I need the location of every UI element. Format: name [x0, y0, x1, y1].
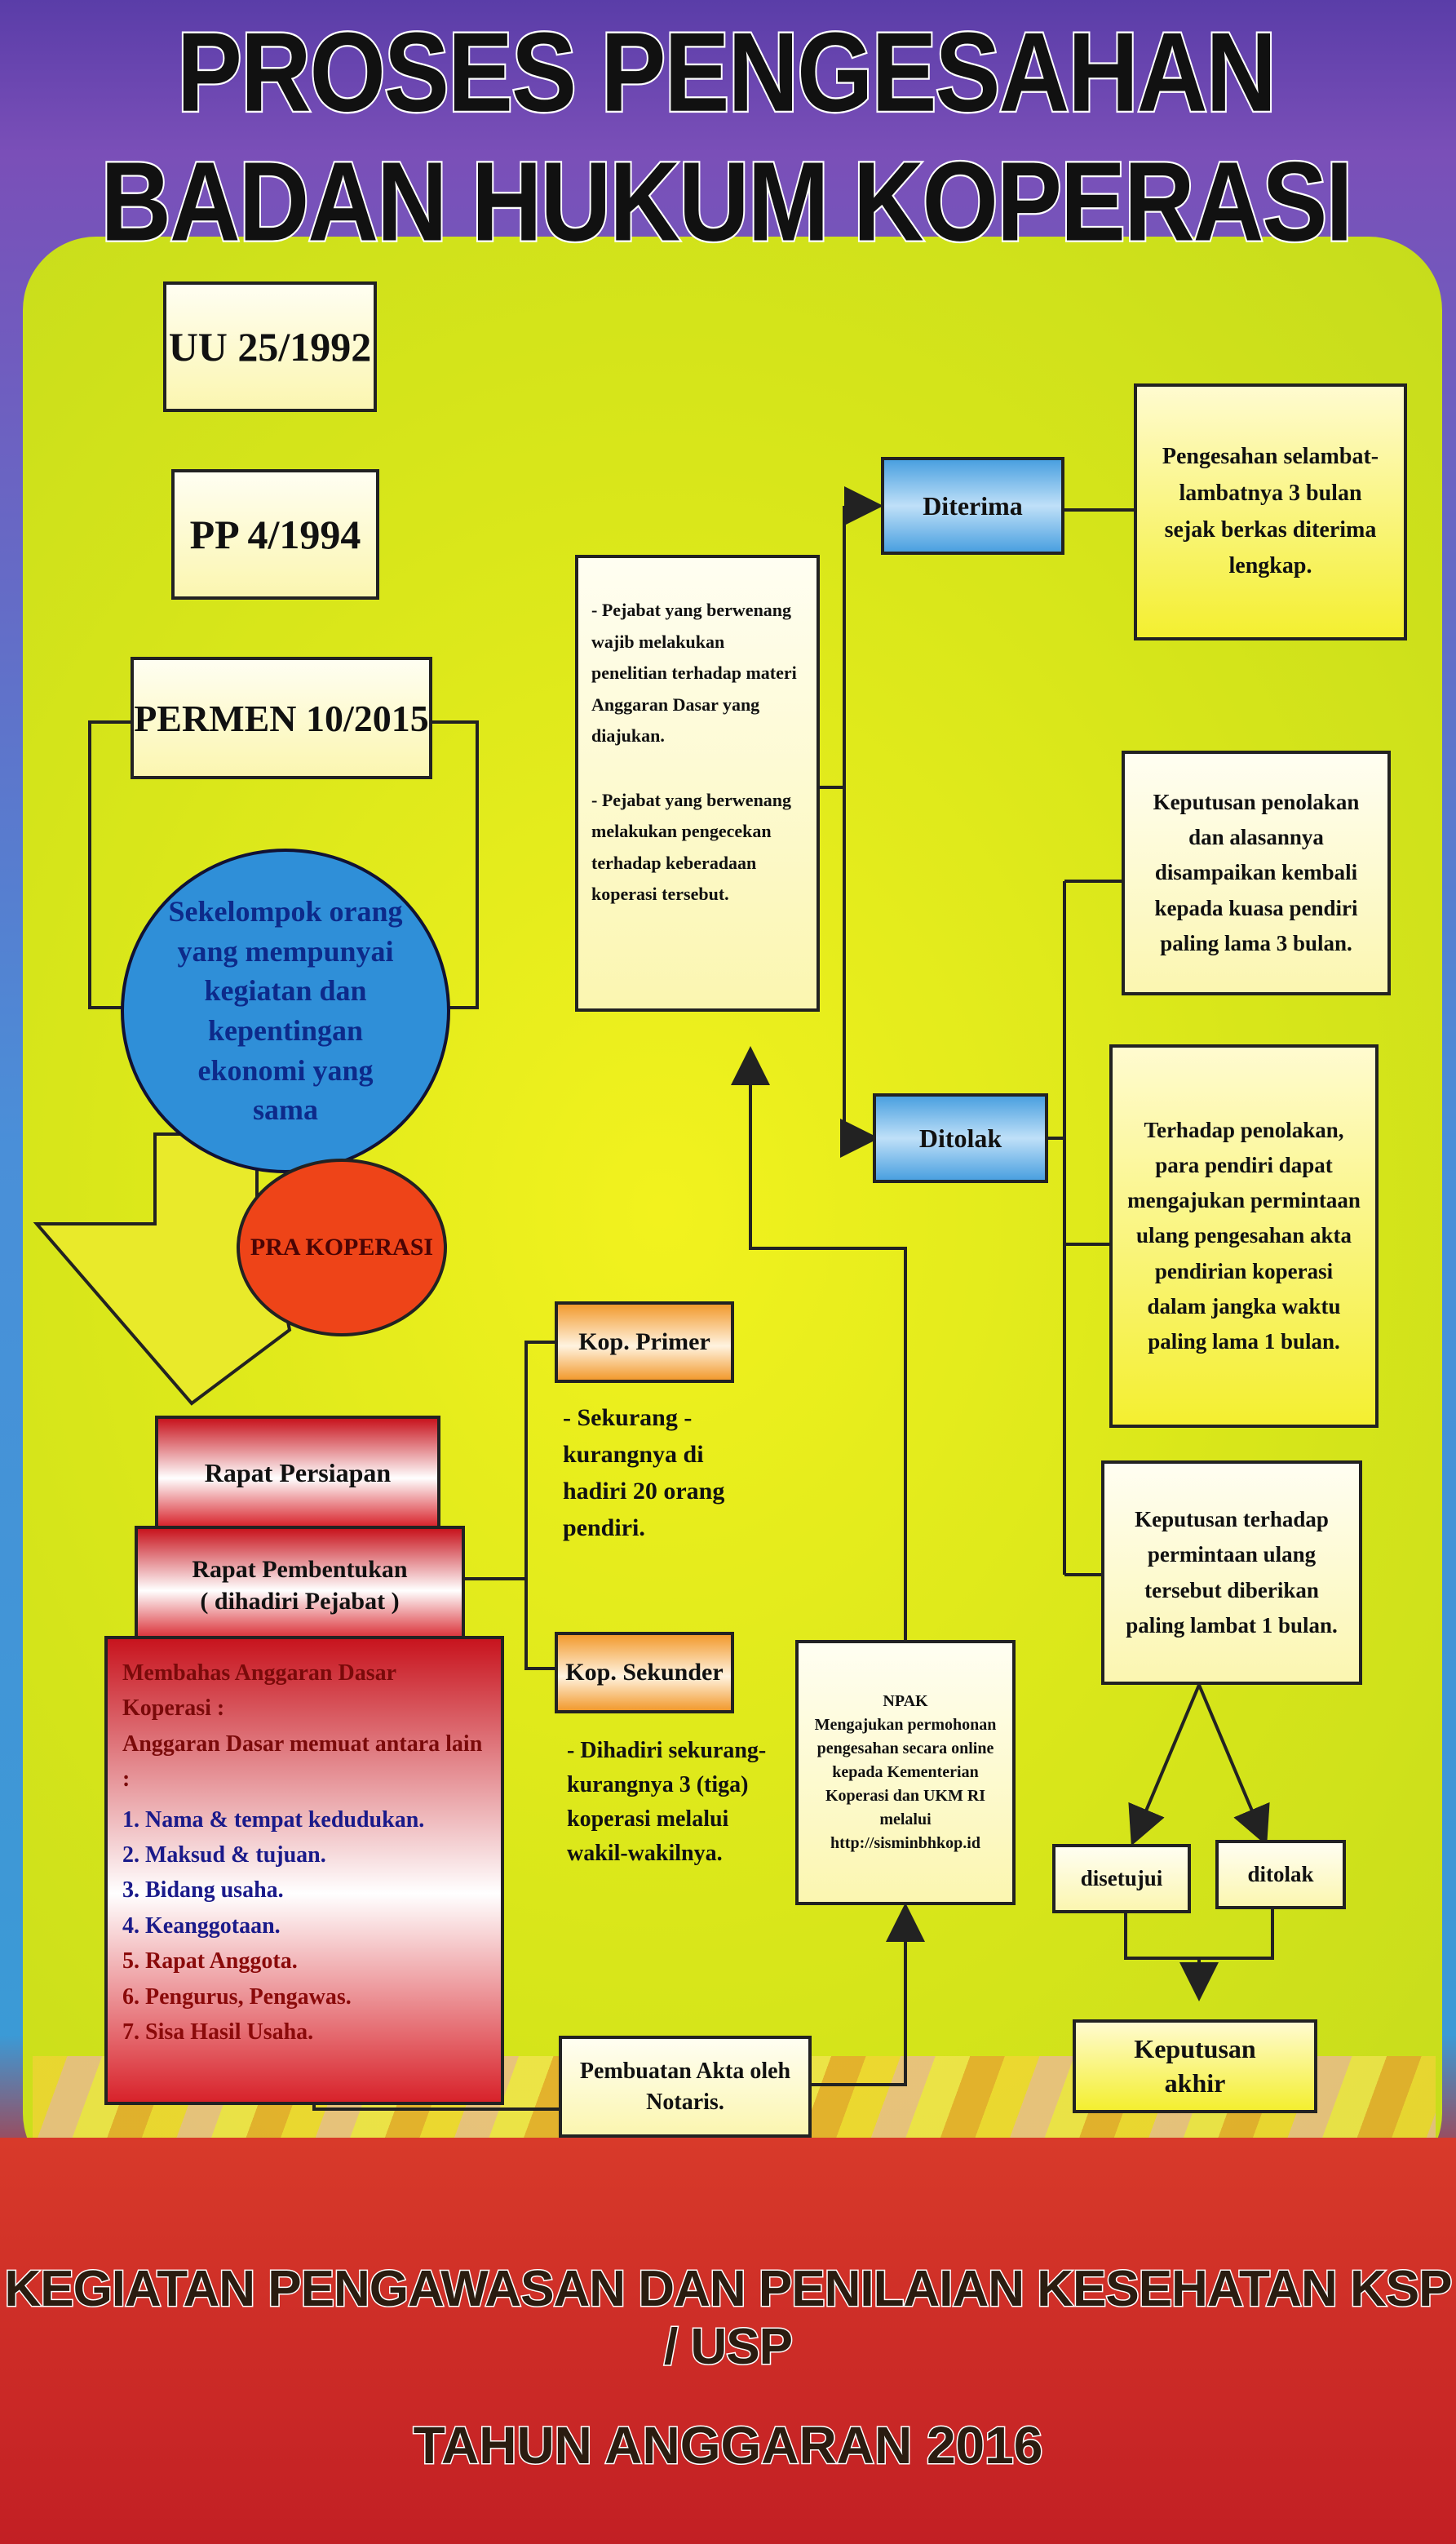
pra-koperasi-circle: PRA KOPERASI [237, 1159, 447, 1336]
kop-sekunder-box: Kop. Sekunder [555, 1632, 734, 1713]
pejabat-point-2: - Pejabat yang berwenang melakukan penge… [591, 789, 792, 905]
kop-sekunder-note: - Dihadiri sekurang- kurangnya 3 (tiga) … [567, 1738, 767, 1866]
rapat-persiapan-box: Rapat Persiapan [155, 1416, 440, 1530]
anggaran-dasar-item: 4. Keanggotaan. [122, 1912, 281, 1939]
anggaran-dasar-item: 7. Sisa Hasil Usaha. [122, 2019, 314, 2045]
page-title: PROSES PENGESAHAN BADAN HUKUM KOPERASI [99, 7, 1354, 266]
footer-line-1: KEGIATAN PENGAWASAN DAN PENILAIAN KESEHA… [3, 2260, 1454, 2377]
kop-primer-note: - Sekurang - kurangnya di hadiri 20 oran… [563, 1404, 725, 1541]
legal-basis-pp: PP 4/1994 [171, 469, 379, 600]
footer-line-2: TAHUN ANGGARAN 2016 [412, 2415, 1044, 2476]
group-description-text: Sekelompok orang yang mempunyai kegiatan… [168, 895, 403, 1127]
npak-url: http://sisminbhkop.id [830, 1834, 980, 1852]
npak-body: Mengajukan permohonan pengesahan secara … [814, 1716, 997, 1828]
anggaran-dasar-box: Membahas Anggaran Dasar Koperasi : Angga… [104, 1636, 504, 2105]
pengesahan-box: Pengesahan selambat-lambatnya 3 bulan se… [1134, 383, 1407, 640]
pejabat-box: - Pejabat yang berwenang wajib melakukan… [575, 555, 820, 1012]
legal-basis-uu: UU 25/1992 [163, 281, 377, 412]
anggaran-dasar-item: 5. Rapat Anggota. [122, 1948, 298, 1974]
npak-box: NPAK Mengajukan permohonan pengesahan se… [795, 1640, 1016, 1905]
rapat-pembentukan-line1: Rapat Pembentukan [192, 1555, 408, 1583]
footer-band [0, 2138, 1456, 2544]
ditolak-small-box: ditolak [1215, 1840, 1346, 1909]
akta-notaris-box: Pembuatan Akta oleh Notaris. [559, 2036, 812, 2138]
keputusan-penolakan-box: Keputusan penolakan dan alasannya disamp… [1122, 751, 1391, 995]
diterima-box: Diterima [881, 457, 1064, 555]
anggaran-dasar-item: 1. Nama & tempat kedudukan. [122, 1806, 425, 1833]
legal-basis-permen: PERMEN 10/2015 [131, 657, 432, 779]
anggaran-dasar-item: 2. Maksud & tujuan. [122, 1842, 326, 1868]
npak-heading: NPAK [883, 1692, 928, 1710]
anggaran-dasar-heading2: Anggaran Dasar memuat antara lain : [122, 1731, 483, 1793]
pra-koperasi-label: PRA KOPERASI [250, 1234, 434, 1261]
anggaran-dasar-item: 6. Pengurus, Pengawas. [122, 1983, 352, 2010]
rapat-pembentukan-line2: ( dihadiri Pejabat ) [200, 1587, 400, 1615]
pejabat-point-1: - Pejabat yang berwenang wajib melakukan… [591, 600, 797, 746]
terhadap-penolakan-box: Terhadap penolakan, para pendiri dapat m… [1109, 1044, 1379, 1428]
anggaran-dasar-heading1: Membahas Anggaran Dasar Koperasi : [122, 1660, 396, 1722]
keputusan-permintaan-box: Keputusan terhadap permintaan ulang ters… [1101, 1460, 1362, 1685]
kop-primer-box: Kop. Primer [555, 1301, 734, 1383]
ditolak-box: Ditolak [873, 1093, 1048, 1183]
anggaran-dasar-item: 3. Bidang usaha. [122, 1877, 284, 1904]
disetujui-box: disetujui [1052, 1844, 1191, 1913]
keputusan-akhir-box: Keputusan akhir [1073, 2019, 1317, 2113]
rapat-pembentukan-box: Rapat Pembentukan ( dihadiri Pejabat ) [135, 1526, 465, 1644]
group-description-oval: Sekelompok orang yang mempunyai kegiatan… [121, 849, 450, 1173]
